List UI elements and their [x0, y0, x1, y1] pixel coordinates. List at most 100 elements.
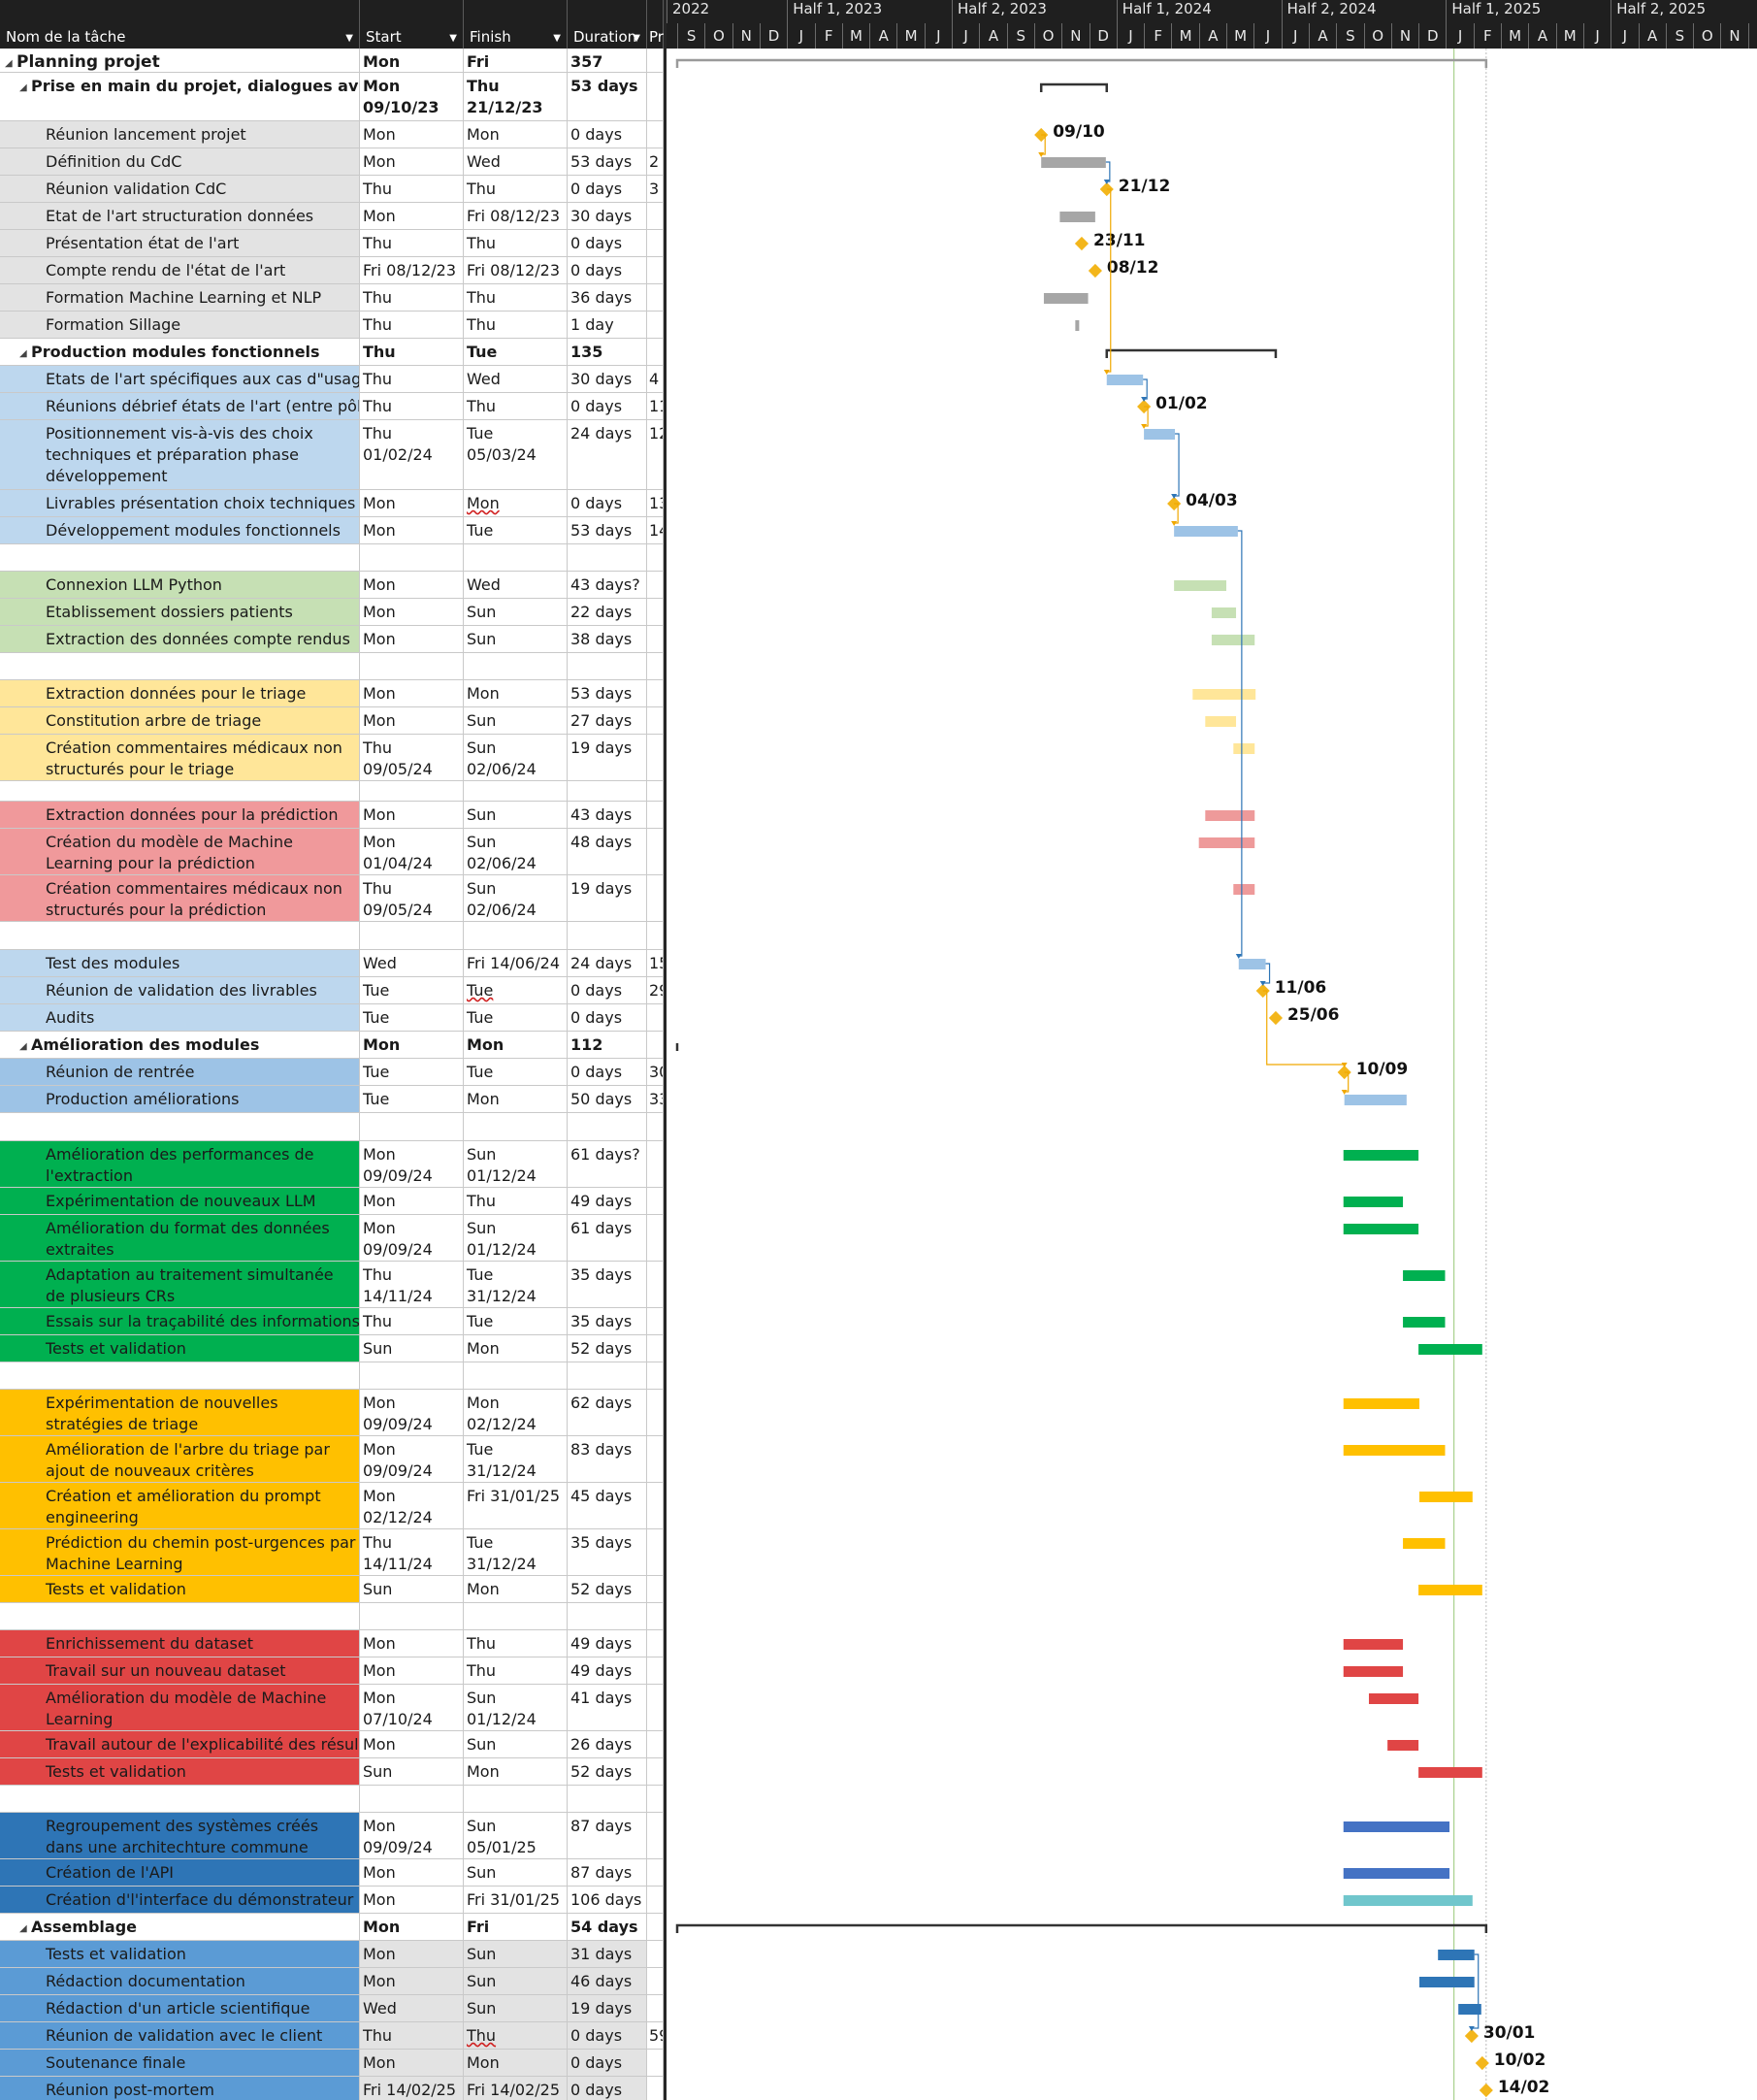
predecessors-cell[interactable]	[647, 1032, 664, 1059]
task-name-cell[interactable]: Création commentaires médicaux non struc…	[0, 735, 360, 781]
task-name-cell[interactable]: Amélioration du modèle de Machine Learni…	[0, 1685, 360, 1731]
task-name-cell[interactable]: Tests et validation	[0, 1335, 360, 1362]
predecessors-cell[interactable]	[647, 2077, 664, 2100]
finish-cell[interactable]: Fri 14/06/24	[464, 950, 568, 977]
start-cell[interactable]: Thu 23/11/23	[360, 230, 464, 257]
finish-cell[interactable]: Sun 01/12/24	[464, 1685, 568, 1731]
table-row[interactable]: Adaptation au traitement simultanée de p…	[0, 1262, 664, 1308]
start-cell[interactable]: Tue 11/06/24	[360, 977, 464, 1004]
predecessors-cell[interactable]	[647, 73, 664, 121]
task-name-cell[interactable]: Réunion validation CdC	[0, 176, 360, 203]
finish-cell[interactable]: Fri 31/01/25	[464, 1887, 568, 1914]
task-name-cell[interactable]: Réunion de validation des livrables	[0, 977, 360, 1004]
finish-cell[interactable]	[464, 1603, 568, 1630]
start-cell[interactable]: Mon 09/09/24	[360, 1141, 464, 1188]
duration-cell[interactable]: 43 days	[568, 802, 647, 829]
task-name-cell[interactable]	[0, 1603, 360, 1630]
start-cell[interactable]: Mon 04/03/24	[360, 517, 464, 544]
dropdown-arrow-icon[interactable]: ▼	[633, 33, 640, 44]
duration-cell[interactable]: 0 days	[568, 230, 647, 257]
finish-cell[interactable]: Thu 30/11/23	[464, 284, 568, 312]
duration-cell[interactable]: 0 days	[568, 257, 647, 284]
predecessors-cell[interactable]: 11	[647, 393, 664, 420]
duration-cell[interactable]: 0 days	[568, 2077, 647, 2100]
task-name-cell[interactable]: Amélioration du format des données extra…	[0, 1215, 360, 1262]
table-row[interactable]: Amélioration du format des données extra…	[0, 1215, 664, 1262]
start-cell[interactable]: Thu 14/11/24	[360, 1529, 464, 1576]
task-name-cell[interactable]: Réunion de validation avec le client	[0, 2022, 360, 2050]
predecessors-cell[interactable]	[647, 1576, 664, 1603]
predecessors-cell[interactable]	[647, 802, 664, 829]
predecessors-cell[interactable]	[647, 284, 664, 312]
duration-cell[interactable]: 48 days	[568, 829, 647, 875]
table-row[interactable]: Regroupement des systèmes créés dans une…	[0, 1813, 664, 1859]
duration-cell[interactable]	[568, 544, 647, 572]
table-row[interactable]: Amélioration du modèle de Machine Learni…	[0, 1685, 664, 1731]
predecessors-cell[interactable]: 4	[647, 366, 664, 393]
duration-cell[interactable]: 112 days?	[568, 1032, 647, 1059]
start-cell[interactable]: Tue 25/06/24	[360, 1004, 464, 1032]
task-name-cell[interactable]: Etat de l'art structuration données	[0, 203, 360, 230]
duration-cell[interactable]: 46 days	[568, 1968, 647, 1995]
finish-cell[interactable]: Tue 31/12/24	[464, 1529, 568, 1576]
predecessors-cell[interactable]: 15	[647, 950, 664, 977]
task-name-cell[interactable]: Rédaction d'un article scientifique	[0, 1995, 360, 2022]
table-row[interactable]: Réunions débrief états de l'art (entre p…	[0, 393, 664, 420]
finish-cell[interactable]: Thu 21/12/23	[464, 73, 568, 121]
finish-cell[interactable]: Sun 01/12/24	[464, 1731, 568, 1758]
predecessors-cell[interactable]	[647, 626, 664, 653]
predecessors-cell[interactable]	[647, 1887, 664, 1914]
table-row[interactable]: Création commentaires médicaux non struc…	[0, 735, 664, 781]
summary-task-row[interactable]: ◢Prise en main du projet, dialogues avec…	[0, 73, 664, 121]
start-cell[interactable]: Tue 10/09/24	[360, 1086, 464, 1113]
predecessors-cell[interactable]	[647, 829, 664, 875]
task-name-cell[interactable]: Expérimentation de nouvelles stratégies …	[0, 1390, 360, 1436]
predecessors-cell[interactable]	[647, 1603, 664, 1630]
duration-cell[interactable]: 43 days?	[568, 572, 647, 599]
table-row[interactable]: Travail autour de l'explicabilité des ré…	[0, 1731, 664, 1758]
duration-cell[interactable]	[568, 1113, 647, 1141]
task-name-cell[interactable]: Etablissement dossiers patients	[0, 599, 360, 626]
finish-cell[interactable]: Wed 01/05/24	[464, 572, 568, 599]
finish-cell[interactable]: Sun 02/06/24	[464, 802, 568, 829]
predecessors-cell[interactable]	[647, 922, 664, 950]
task-name-cell[interactable]	[0, 1362, 360, 1390]
predecessors-cell[interactable]: 3	[647, 176, 664, 203]
finish-cell[interactable]: Sun 12/05/24	[464, 707, 568, 735]
start-cell[interactable]: Mon 02/12/2	[360, 1914, 464, 1941]
duration-cell[interactable]: 24 days	[568, 420, 647, 490]
predecessors-cell[interactable]	[647, 1731, 664, 1758]
finish-cell[interactable]: Thu 14/11/24	[464, 1188, 568, 1215]
predecessors-cell[interactable]	[647, 121, 664, 148]
task-name-cell[interactable]	[0, 922, 360, 950]
predecessors-cell[interactable]	[647, 1308, 664, 1335]
start-cell[interactable]: Tue 10/09/24	[360, 1059, 464, 1086]
finish-cell[interactable]: Fri 31/01/25	[464, 1483, 568, 1529]
task-name-cell[interactable]: ◢Prise en main du projet, dialogues avec…	[0, 73, 360, 121]
duration-cell[interactable]: 49 days	[568, 1657, 647, 1685]
collapse-triangle-icon[interactable]: ◢	[5, 58, 13, 69]
task-name-cell[interactable]: Production améliorations	[0, 1086, 360, 1113]
task-name-cell[interactable]	[0, 544, 360, 572]
finish-cell[interactable]: Sun 12/05/24	[464, 599, 568, 626]
table-row[interactable]	[0, 544, 664, 572]
start-cell[interactable]: Mon 09/09/24	[360, 1887, 464, 1914]
start-cell[interactable]: Mon 09/09/24	[360, 1390, 464, 1436]
task-name-cell[interactable]: Création commentaires médicaux non struc…	[0, 875, 360, 922]
duration-cell[interactable]	[568, 1603, 647, 1630]
finish-cell[interactable]: Sun 02/06/24	[464, 829, 568, 875]
start-cell[interactable]	[360, 1362, 464, 1390]
finish-cell[interactable]: Tue 10/09/24	[464, 1059, 568, 1086]
predecessors-cell[interactable]	[647, 1483, 664, 1529]
duration-cell[interactable]: 26 days	[568, 1731, 647, 1758]
start-cell[interactable]: Sun 01/12/24	[360, 1576, 464, 1603]
